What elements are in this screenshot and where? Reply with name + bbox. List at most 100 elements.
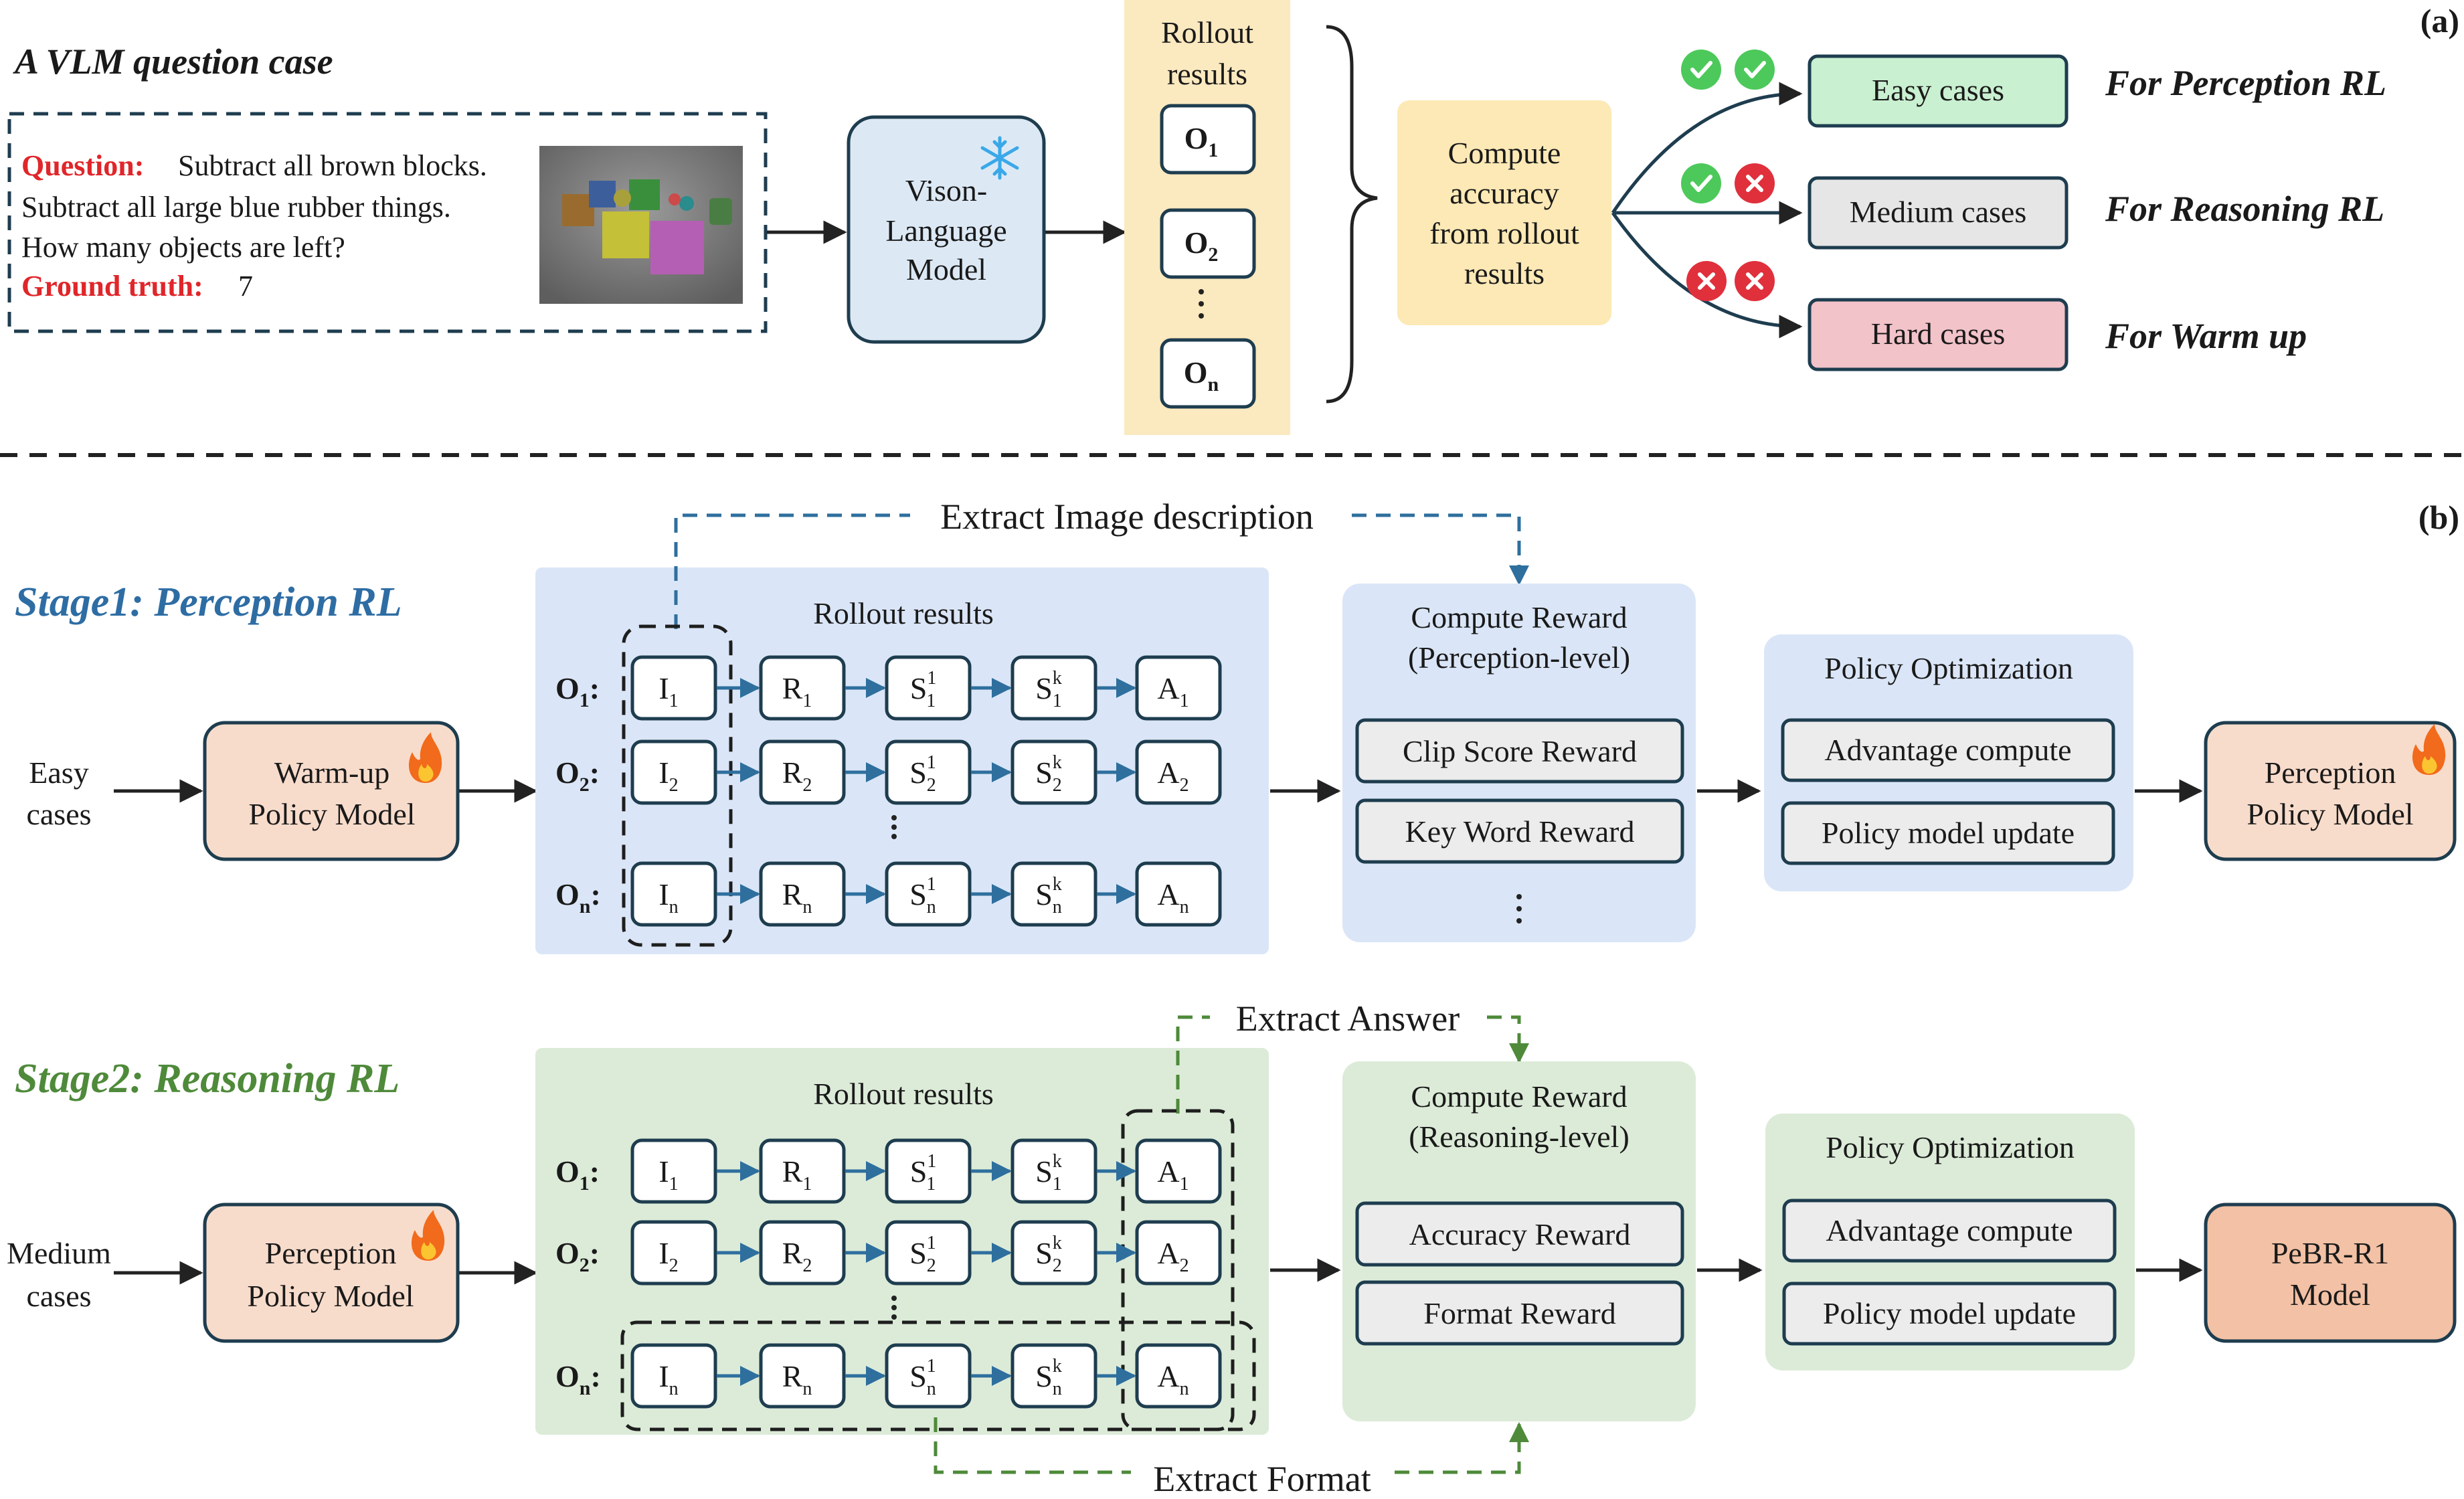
- stage1-output-box: [2204, 721, 2457, 861]
- rollout-cell-r: R1: [759, 655, 846, 721]
- output-on: On: [1160, 338, 1256, 409]
- svg-text:S12: S12: [909, 752, 936, 796]
- svg-text:Sk1: Sk1: [1035, 668, 1062, 711]
- stage2-output-2: Model: [2290, 1277, 2370, 1312]
- ground-truth-label: Ground truth:: [21, 270, 203, 302]
- svg-text:Rn: Rn: [782, 1359, 812, 1399]
- rollout-cell-i: I2: [630, 1220, 717, 1286]
- rollout-cell-r: Rn: [759, 861, 846, 927]
- svg-text:An: An: [1157, 877, 1189, 917]
- stage1-input-2: cases: [26, 797, 91, 831]
- stage2-input-2: cases: [26, 1279, 91, 1313]
- usage-perception: For Perception RL: [2105, 63, 2386, 103]
- svg-text:S11: S11: [910, 1151, 936, 1195]
- stage1-policy-title: Policy Optimization: [1824, 651, 2073, 685]
- row-ellipsis: [891, 815, 897, 820]
- stage2: Stage2: Reasoning RL Medium cases Percep…: [7, 998, 2457, 1499]
- stage2-policy-label-1: Advantage compute: [1826, 1213, 2073, 1247]
- compute-line-4: results: [1464, 256, 1545, 290]
- output-o1: O1: [1160, 104, 1256, 175]
- panel-a: (a) A VLM question case Question: Subtra…: [7, 0, 2459, 435]
- svg-text:R1: R1: [782, 1154, 812, 1195]
- svg-text:I2: I2: [658, 756, 678, 796]
- stage2-answer-connector: [1176, 1015, 1519, 1114]
- row-label: On:: [555, 877, 601, 917]
- svg-text:An: An: [1157, 1359, 1189, 1399]
- svg-text:I2: I2: [658, 1236, 678, 1276]
- svg-text:R2: R2: [782, 1236, 812, 1276]
- rollout-cell-r: R2: [759, 1220, 846, 1286]
- stage1-model-1: Warm-up: [274, 756, 390, 790]
- question-line-2: Subtract all large blue rubber things.: [21, 191, 451, 224]
- fire-icon: [2412, 724, 2446, 775]
- svg-text:A2: A2: [1157, 756, 1189, 796]
- stage2-rollout-title: Rollout results: [813, 1077, 994, 1111]
- vertical-ellipsis: [1199, 289, 1204, 319]
- stage2-reward-title-1: Compute Reward: [1411, 1079, 1627, 1114]
- row-ellipsis: [891, 1314, 897, 1320]
- stage1-extract-connector: [674, 513, 1519, 629]
- svg-text:A1: A1: [1157, 1154, 1189, 1195]
- check-icon: [1681, 163, 1721, 203]
- rollout-cell-a: An: [1135, 1343, 1222, 1409]
- stage2-reward-item-2: [1355, 1280, 1684, 1346]
- fire-icon: [411, 1210, 445, 1261]
- check-icon: [1735, 50, 1775, 90]
- rollout-cell-a: A1: [1135, 1138, 1222, 1204]
- snowflake-icon: [980, 136, 1019, 180]
- svg-text:Sk2: Sk2: [1035, 1233, 1062, 1276]
- medium-cases-label: Medium cases: [1850, 195, 2026, 229]
- svg-text:O2: O2: [1184, 226, 1219, 266]
- svg-text:A1: A1: [1157, 671, 1189, 711]
- svg-text:Skn: Skn: [1035, 874, 1062, 917]
- rollout-cell-i: In: [630, 861, 717, 927]
- svg-text:In: In: [658, 1359, 678, 1399]
- rollout-cell-r: Rn: [759, 1343, 846, 1409]
- scene-image: [539, 146, 743, 304]
- stage2-output-box: [2204, 1203, 2457, 1343]
- stage2-model-2: Policy Model: [247, 1279, 414, 1313]
- stage2-policy-title: Policy Optimization: [1826, 1130, 2075, 1164]
- easy-cases-label: Easy cases: [1872, 73, 2004, 107]
- stage1-extract-label: Extract Image description: [940, 497, 1314, 537]
- panel-a-tag: (a): [2421, 2, 2459, 39]
- stage2-model-1: Perception: [265, 1236, 397, 1270]
- svg-text:S12: S12: [909, 1233, 936, 1276]
- stage1-reward-label-1: Clip Score Reward: [1403, 734, 1637, 768]
- stage1-policy-label-2: Policy model update: [1822, 816, 2075, 850]
- svg-text:I1: I1: [658, 1154, 678, 1195]
- vlm-line-1: Vison-: [905, 173, 987, 207]
- stage1-input-1: Easy: [29, 756, 88, 790]
- stage2-policy-item-2: [1782, 1282, 2117, 1346]
- rollout-cell-r: R2: [759, 739, 846, 805]
- row-label: O1:: [555, 1154, 600, 1195]
- stage1-model-box: [203, 721, 460, 861]
- stage1-rollout-title: Rollout results: [813, 596, 994, 630]
- row-label: On:: [555, 1359, 601, 1399]
- output-o2: O2: [1160, 208, 1256, 279]
- medium-marks: [1681, 163, 1775, 203]
- compute-line-2: accuracy: [1449, 176, 1559, 210]
- hard-marks: [1686, 261, 1775, 301]
- stage2-format-connector: [934, 1417, 1519, 1474]
- stage1-title: Stage1: Perception RL: [15, 580, 402, 625]
- svg-text:R1: R1: [782, 671, 812, 711]
- svg-text:R2: R2: [782, 756, 812, 796]
- svg-text:Skn: Skn: [1035, 1356, 1062, 1399]
- stage2-input-1: Medium: [7, 1236, 111, 1270]
- stage2-reward-title-2: (Reasoning-level): [1409, 1120, 1630, 1154]
- rollout-cell-i: I1: [630, 1138, 717, 1204]
- hard-cases-box: [1808, 298, 2069, 371]
